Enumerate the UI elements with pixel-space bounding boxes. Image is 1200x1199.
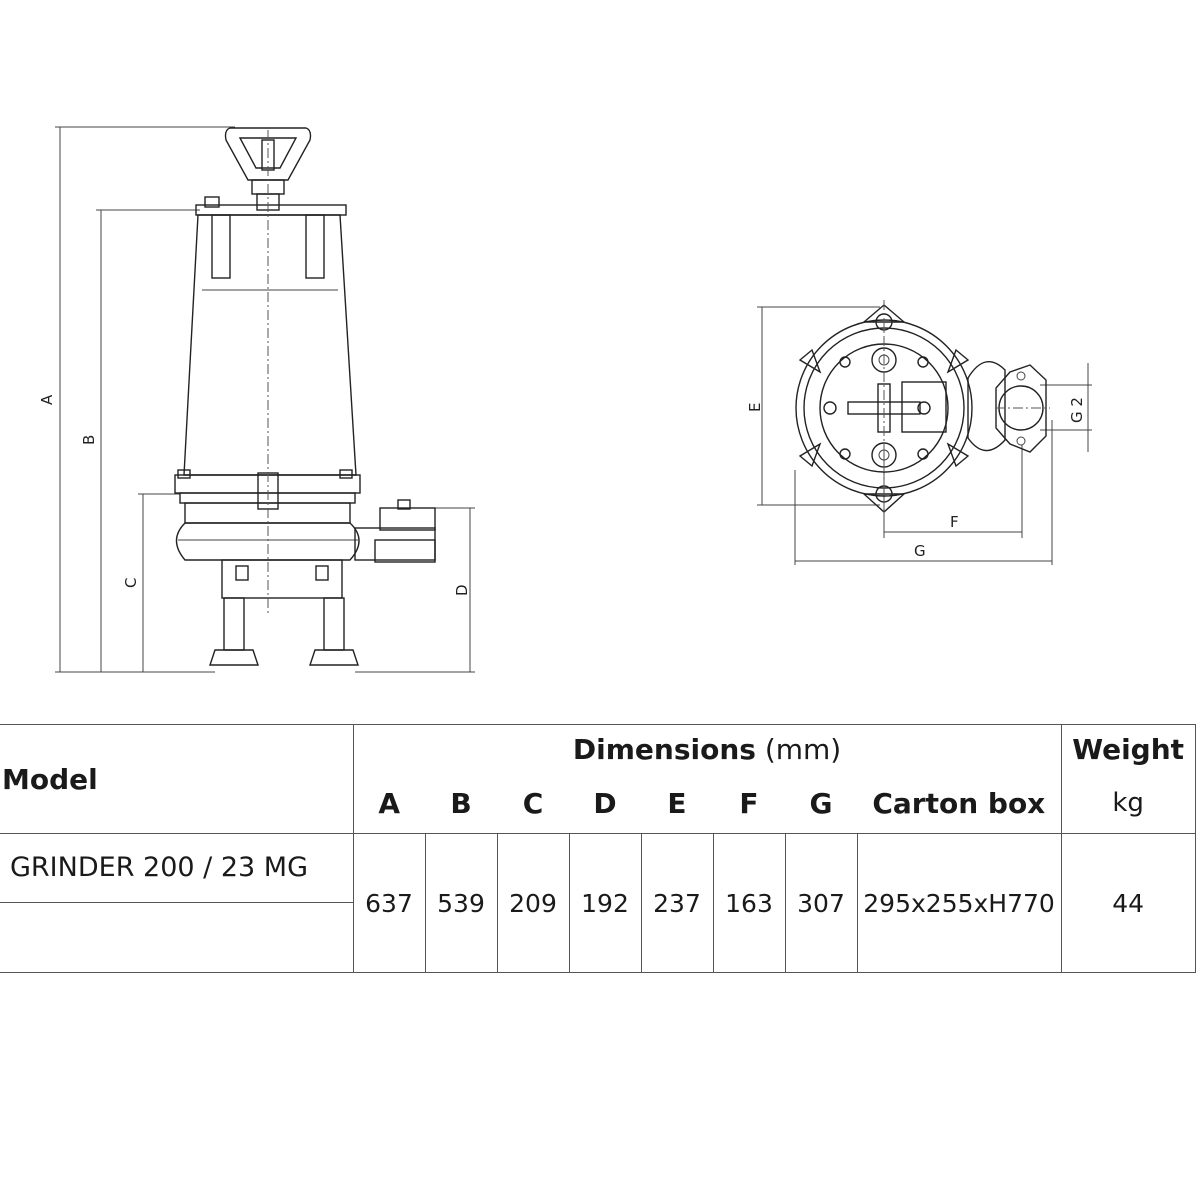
col-header-b: B xyxy=(425,773,497,834)
dim-label-g: G xyxy=(914,542,926,560)
dim-label-g2: G 2 xyxy=(1068,397,1086,423)
col-header-c: C xyxy=(497,773,569,834)
dimensions-header: Dimensions (mm) xyxy=(352,724,1062,773)
value-d: 192 xyxy=(568,833,642,973)
weight-unit: kg xyxy=(1060,773,1196,834)
col-header-a: A xyxy=(352,773,425,834)
dim-label-d: D xyxy=(453,584,471,596)
table-row: GRINDER 200 / 23 MG 637 539 209 192 237 … xyxy=(0,833,1196,973)
dim-label-c: C xyxy=(122,578,140,588)
value-g: 307 xyxy=(784,833,858,973)
dim-label-b: B xyxy=(80,435,98,445)
col-header-carton-box: Carton box xyxy=(857,773,1062,834)
value-f: 163 xyxy=(712,833,786,973)
dimensions-unit: (mm) xyxy=(764,732,842,766)
model-cell: GRINDER 200 / 23 MG xyxy=(0,833,354,973)
pump-top-view: E F G G 2 xyxy=(746,300,1092,565)
col-header-d: D xyxy=(569,773,641,834)
value-a: 637 xyxy=(352,833,426,973)
col-header-g: G xyxy=(785,773,857,834)
value-e: 237 xyxy=(640,833,714,973)
dim-label-f: F xyxy=(950,513,959,531)
value-c: 209 xyxy=(496,833,570,973)
model-header: Model xyxy=(0,724,354,834)
col-header-f: F xyxy=(713,773,785,834)
model-name: GRINDER 200 / 23 MG xyxy=(0,834,353,903)
weight-header: Weight xyxy=(1060,724,1196,773)
pump-dimension-drawing: A B C D xyxy=(38,126,1092,673)
dim-label-e: E xyxy=(746,403,764,412)
specification-table: Model Dimensions (mm) Weight A B C D E F… xyxy=(0,724,1196,973)
pump-side-view: A B C D xyxy=(38,126,475,673)
dimensions-title: Dimensions xyxy=(572,732,756,766)
value-weight: 44 xyxy=(1060,833,1196,973)
col-header-e: E xyxy=(641,773,713,834)
dim-label-a: A xyxy=(38,394,56,405)
value-carton-box: 295x255xH770 xyxy=(856,833,1062,973)
value-b: 539 xyxy=(424,833,498,973)
